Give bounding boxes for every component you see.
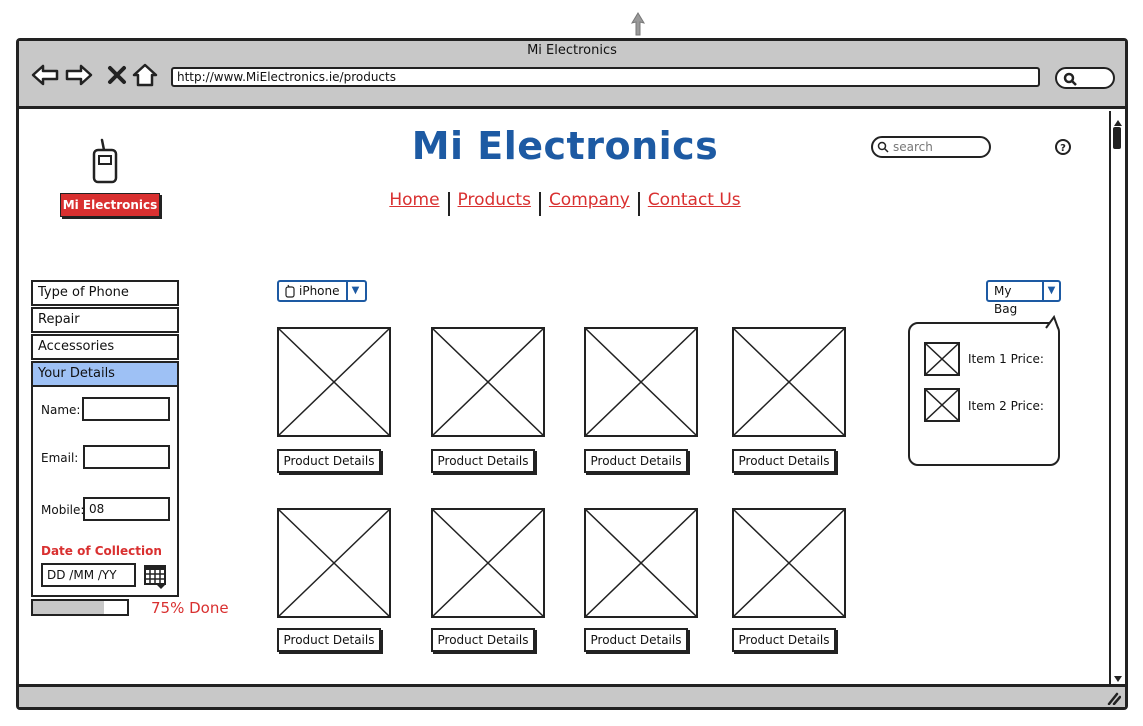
back-arrow-icon[interactable] [31, 63, 59, 87]
product-image[interactable] [277, 508, 391, 618]
browser-toolbar: Mi Electronics http://www.MiElectronics.… [19, 41, 1125, 109]
stop-icon[interactable] [103, 63, 131, 87]
nav-products-link[interactable]: Products [457, 190, 531, 210]
product-details-button[interactable]: Product Details [584, 449, 688, 473]
main-navigation: Home Products Company Contact Us [300, 190, 830, 216]
chevron-down-icon[interactable]: ▼ [1041, 282, 1059, 300]
status-bar [19, 684, 1125, 707]
product-details-button[interactable]: Product Details [277, 628, 381, 652]
bag-popover: Item 1 Price: Item 2 Price: [908, 314, 1060, 466]
scroll-up-icon[interactable] [1113, 113, 1123, 132]
phone-type-dropdown[interactable]: iPhone ▼ [277, 280, 367, 302]
mobile-label: Mobile: [41, 503, 85, 517]
product-image[interactable] [431, 508, 545, 618]
home-icon[interactable] [131, 63, 159, 87]
search-icon [1063, 72, 1077, 86]
nav-divider [637, 192, 640, 216]
bag-item-image [924, 388, 960, 422]
product-image[interactable] [732, 327, 846, 437]
help-icon[interactable]: ? [1054, 138, 1072, 160]
email-label: Email: [41, 451, 79, 465]
bag-item-price: Item 2 Price: [968, 399, 1044, 413]
sidebar-item-type-of-phone[interactable]: Type of Phone [31, 280, 179, 306]
vertical-scrollbar[interactable] [1109, 111, 1125, 684]
cursor-arrow-icon [630, 12, 646, 40]
search-icon [877, 141, 889, 153]
date-of-collection-heading: Date of Collection [41, 544, 162, 558]
scroll-thumb[interactable] [1113, 127, 1121, 149]
name-field[interactable] [82, 397, 170, 421]
nav-home-link[interactable]: Home [389, 190, 440, 210]
phone-icon [285, 284, 295, 298]
progress-bar [31, 599, 129, 616]
window-title: Mi Electronics [527, 43, 617, 58]
svg-text:?: ? [1060, 143, 1066, 154]
forward-arrow-icon[interactable] [65, 63, 93, 87]
sidebar-item-your-details[interactable]: Your Details [31, 361, 179, 387]
product-image[interactable] [584, 508, 698, 618]
product-image[interactable] [431, 327, 545, 437]
product-details-button[interactable]: Product Details [431, 628, 535, 652]
bag-item-image [924, 342, 960, 376]
progress-bar-fill [33, 601, 104, 614]
nav-divider [538, 192, 541, 216]
product-details-button[interactable]: Product Details [431, 449, 535, 473]
address-bar[interactable]: http://www.MiElectronics.ie/products [171, 67, 1040, 87]
phone-type-value: iPhone [299, 284, 340, 298]
sidebar-item-repair[interactable]: Repair [31, 307, 179, 333]
product-image[interactable] [732, 508, 846, 618]
date-field[interactable]: DD /MM /YY [41, 563, 136, 587]
sidebar-item-accessories[interactable]: Accessories [31, 334, 179, 360]
resize-grip-icon[interactable] [1105, 690, 1122, 709]
nav-company-link[interactable]: Company [548, 190, 630, 210]
mobile-phone-icon [92, 138, 120, 190]
scroll-down-icon[interactable] [1113, 669, 1123, 688]
email-field[interactable] [83, 445, 170, 469]
chevron-down-icon[interactable]: ▼ [345, 282, 364, 300]
browser-search-field[interactable] [1055, 67, 1115, 89]
mobile-field[interactable]: 08 [83, 497, 170, 521]
nav-divider [447, 192, 450, 216]
product-details-button[interactable]: Product Details [277, 449, 381, 473]
site-title: Mi Electronics [411, 124, 719, 168]
my-bag-dropdown[interactable]: My Bag ▼ [986, 280, 1061, 316]
name-label: Name: [41, 403, 81, 417]
progress-label: 75% Done [151, 599, 229, 617]
product-image[interactable] [277, 327, 391, 437]
details-form: Name: Email: Mobile: 08 Date of Collecti… [31, 387, 179, 597]
popover-tail [1044, 314, 1060, 333]
nav-contact-link[interactable]: Contact Us [647, 190, 741, 210]
my-bag-label: My Bag [994, 284, 1018, 316]
product-image[interactable] [584, 327, 698, 437]
product-details-button[interactable]: Product Details [732, 449, 836, 473]
search-input[interactable]: search [871, 136, 991, 158]
product-details-button[interactable]: Product Details [584, 628, 688, 652]
bag-item-price: Item 1 Price: [968, 352, 1044, 366]
product-details-button[interactable]: Product Details [732, 628, 836, 652]
logo-badge[interactable]: Mi Electronics [60, 193, 160, 217]
calendar-icon[interactable] [143, 563, 169, 593]
